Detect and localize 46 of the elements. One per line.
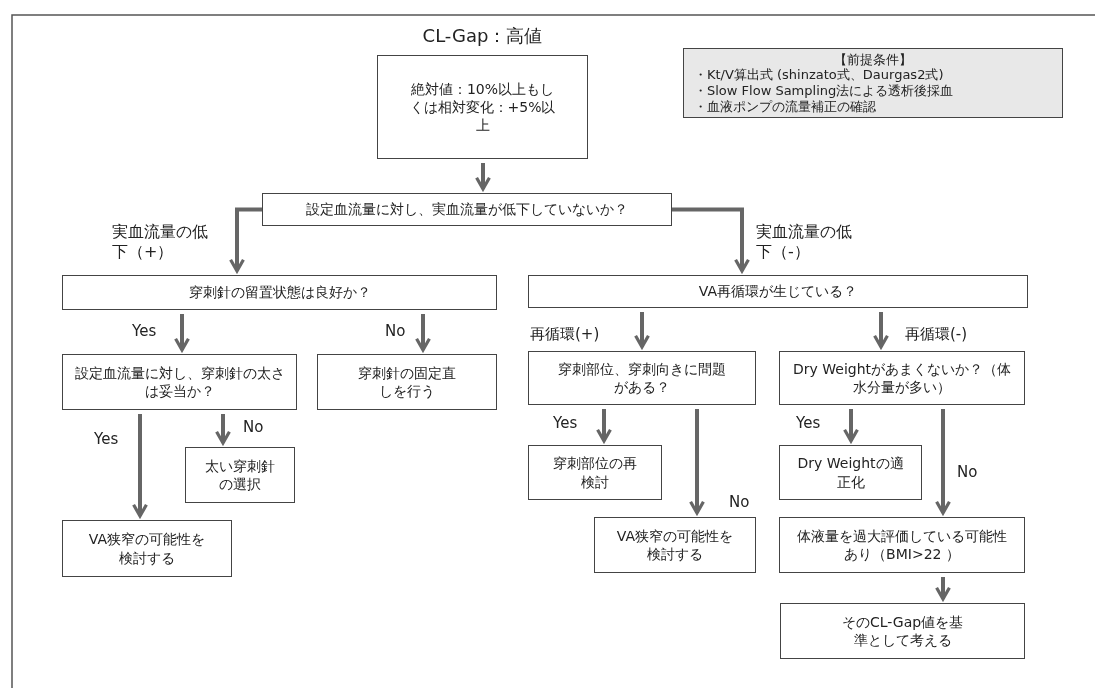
- node-text: Dry Weightの適正化: [796, 454, 905, 491]
- arrow: [873, 312, 889, 349]
- node-text: 穿刺針の留置状態は良好か？: [188, 283, 371, 302]
- note-item: ・Kt/V算出式 (shinzato式、Daurgas2式): [694, 67, 944, 83]
- note-item: ・Slow Flow Sampling法による透析後採血: [694, 83, 954, 99]
- arrow: [689, 409, 705, 515]
- node-text: 穿刺針の固定直しを行う: [357, 363, 457, 401]
- edge-label: No: [385, 322, 406, 341]
- arrow: [415, 314, 431, 352]
- edge-label: 再循環(-): [905, 325, 968, 344]
- node-text: 設定血流量に対し、実血流量が低下していないか？: [306, 200, 628, 219]
- node-text: 穿刺部位の再検討: [552, 454, 638, 491]
- node-text: 設定血流量に対し、穿刺針の太さは妥当か？: [74, 363, 285, 401]
- arrow: [132, 414, 148, 518]
- edge-label: No: [729, 493, 750, 512]
- arrow: [174, 314, 190, 352]
- edge-label: Yes: [132, 322, 157, 341]
- arrow: [935, 577, 951, 601]
- arrow: [596, 409, 612, 443]
- edge-label: 実血流量の低下（+）: [112, 222, 209, 262]
- node-text: VA狭窄の可能性を検討する: [615, 526, 735, 564]
- edge-label: No: [957, 463, 978, 482]
- edge-label: Yes: [553, 414, 578, 433]
- arrow: [672, 207, 750, 273]
- node-text: Dry Weightがあまくないか？（体水分量が多い）: [792, 359, 1012, 397]
- node-text: VA狭窄の可能性を検討する: [87, 530, 207, 567]
- node-text: VA再循環が生じている？: [698, 282, 858, 301]
- arrow: [634, 312, 650, 349]
- note-heading: 【前提条件】: [834, 51, 912, 68]
- node-text: 体液量を過大評価している可能性あり（BMI>22 ）: [796, 526, 1008, 564]
- node-text: 絶対値：10%以上もしくは相対変化：+5%以上: [408, 79, 557, 135]
- edge-label: No: [243, 418, 264, 437]
- edge-label: 実血流量の低下（-）: [756, 222, 853, 262]
- edge-label: 再循環(+): [530, 325, 600, 344]
- note-item: ・血液ポンプの流量補正の確認: [694, 98, 876, 115]
- heading-text: CL-Gap：高値: [421, 25, 544, 48]
- edge-label: Yes: [796, 414, 821, 433]
- edge-label: Yes: [94, 430, 119, 449]
- node-text: そのCL-Gap値を基準として考える: [840, 612, 965, 650]
- node-text: 太い穿刺針の選択: [204, 456, 276, 494]
- arrow: [475, 163, 491, 191]
- arrow: [215, 414, 231, 445]
- arrow: [843, 409, 859, 443]
- node-text: 穿刺部位、穿刺向きに問題がある？: [557, 359, 727, 397]
- arrow: [229, 207, 262, 273]
- arrow: [935, 409, 951, 515]
